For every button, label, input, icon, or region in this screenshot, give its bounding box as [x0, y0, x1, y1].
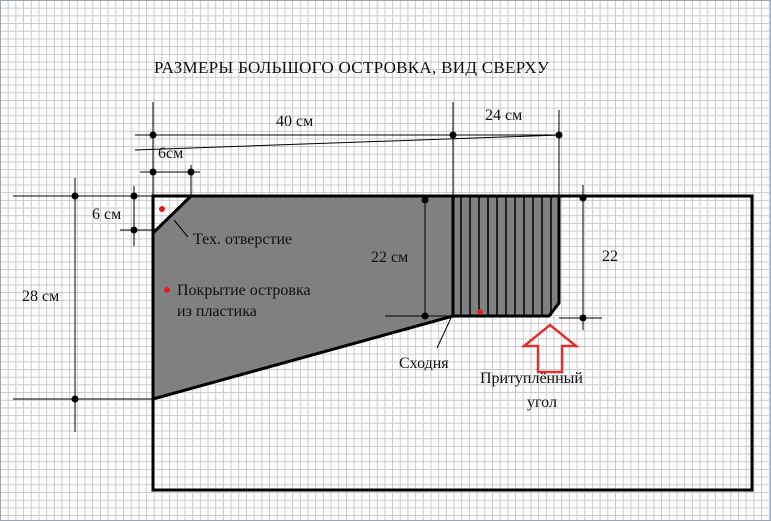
ramp-marker: [477, 309, 483, 315]
dim-corner-width: 6см: [158, 145, 184, 162]
dimension-dots: [71, 131, 587, 403]
page-title: РАЗМЕРЫ БОЛЬШОГО ОСТРОВКА, ВИД СВЕРХУ: [154, 58, 550, 77]
blunt-corner-label-line2: угол: [527, 394, 557, 411]
dimension-lines: [13, 102, 602, 432]
dim-right-height: 22: [602, 248, 618, 265]
island-shape: [151, 194, 561, 401]
ramp-label: Сходня: [399, 355, 449, 372]
dim-height-total: 28 см: [22, 288, 60, 305]
coating-marker: [164, 287, 170, 293]
blunt-corner-label-line1: Притуплённый: [480, 370, 583, 387]
coating-label-line2: из пластика: [177, 303, 257, 320]
dim-width-total: 40 см: [276, 113, 314, 130]
ramp-stripes: [451, 196, 552, 316]
dim-corner-height: 6 см: [92, 206, 122, 223]
up-arrow-icon: [520, 323, 580, 374]
coating-label-line1: Покрытие островка: [177, 282, 311, 299]
dim-width-ramp: 24 см: [485, 107, 523, 124]
tech-hole-marker: [159, 206, 165, 212]
dim-ramp-height: 22 см: [371, 249, 409, 266]
red-markers: [159, 206, 483, 315]
tech-hole-label: Тех. отверстие: [193, 231, 293, 248]
